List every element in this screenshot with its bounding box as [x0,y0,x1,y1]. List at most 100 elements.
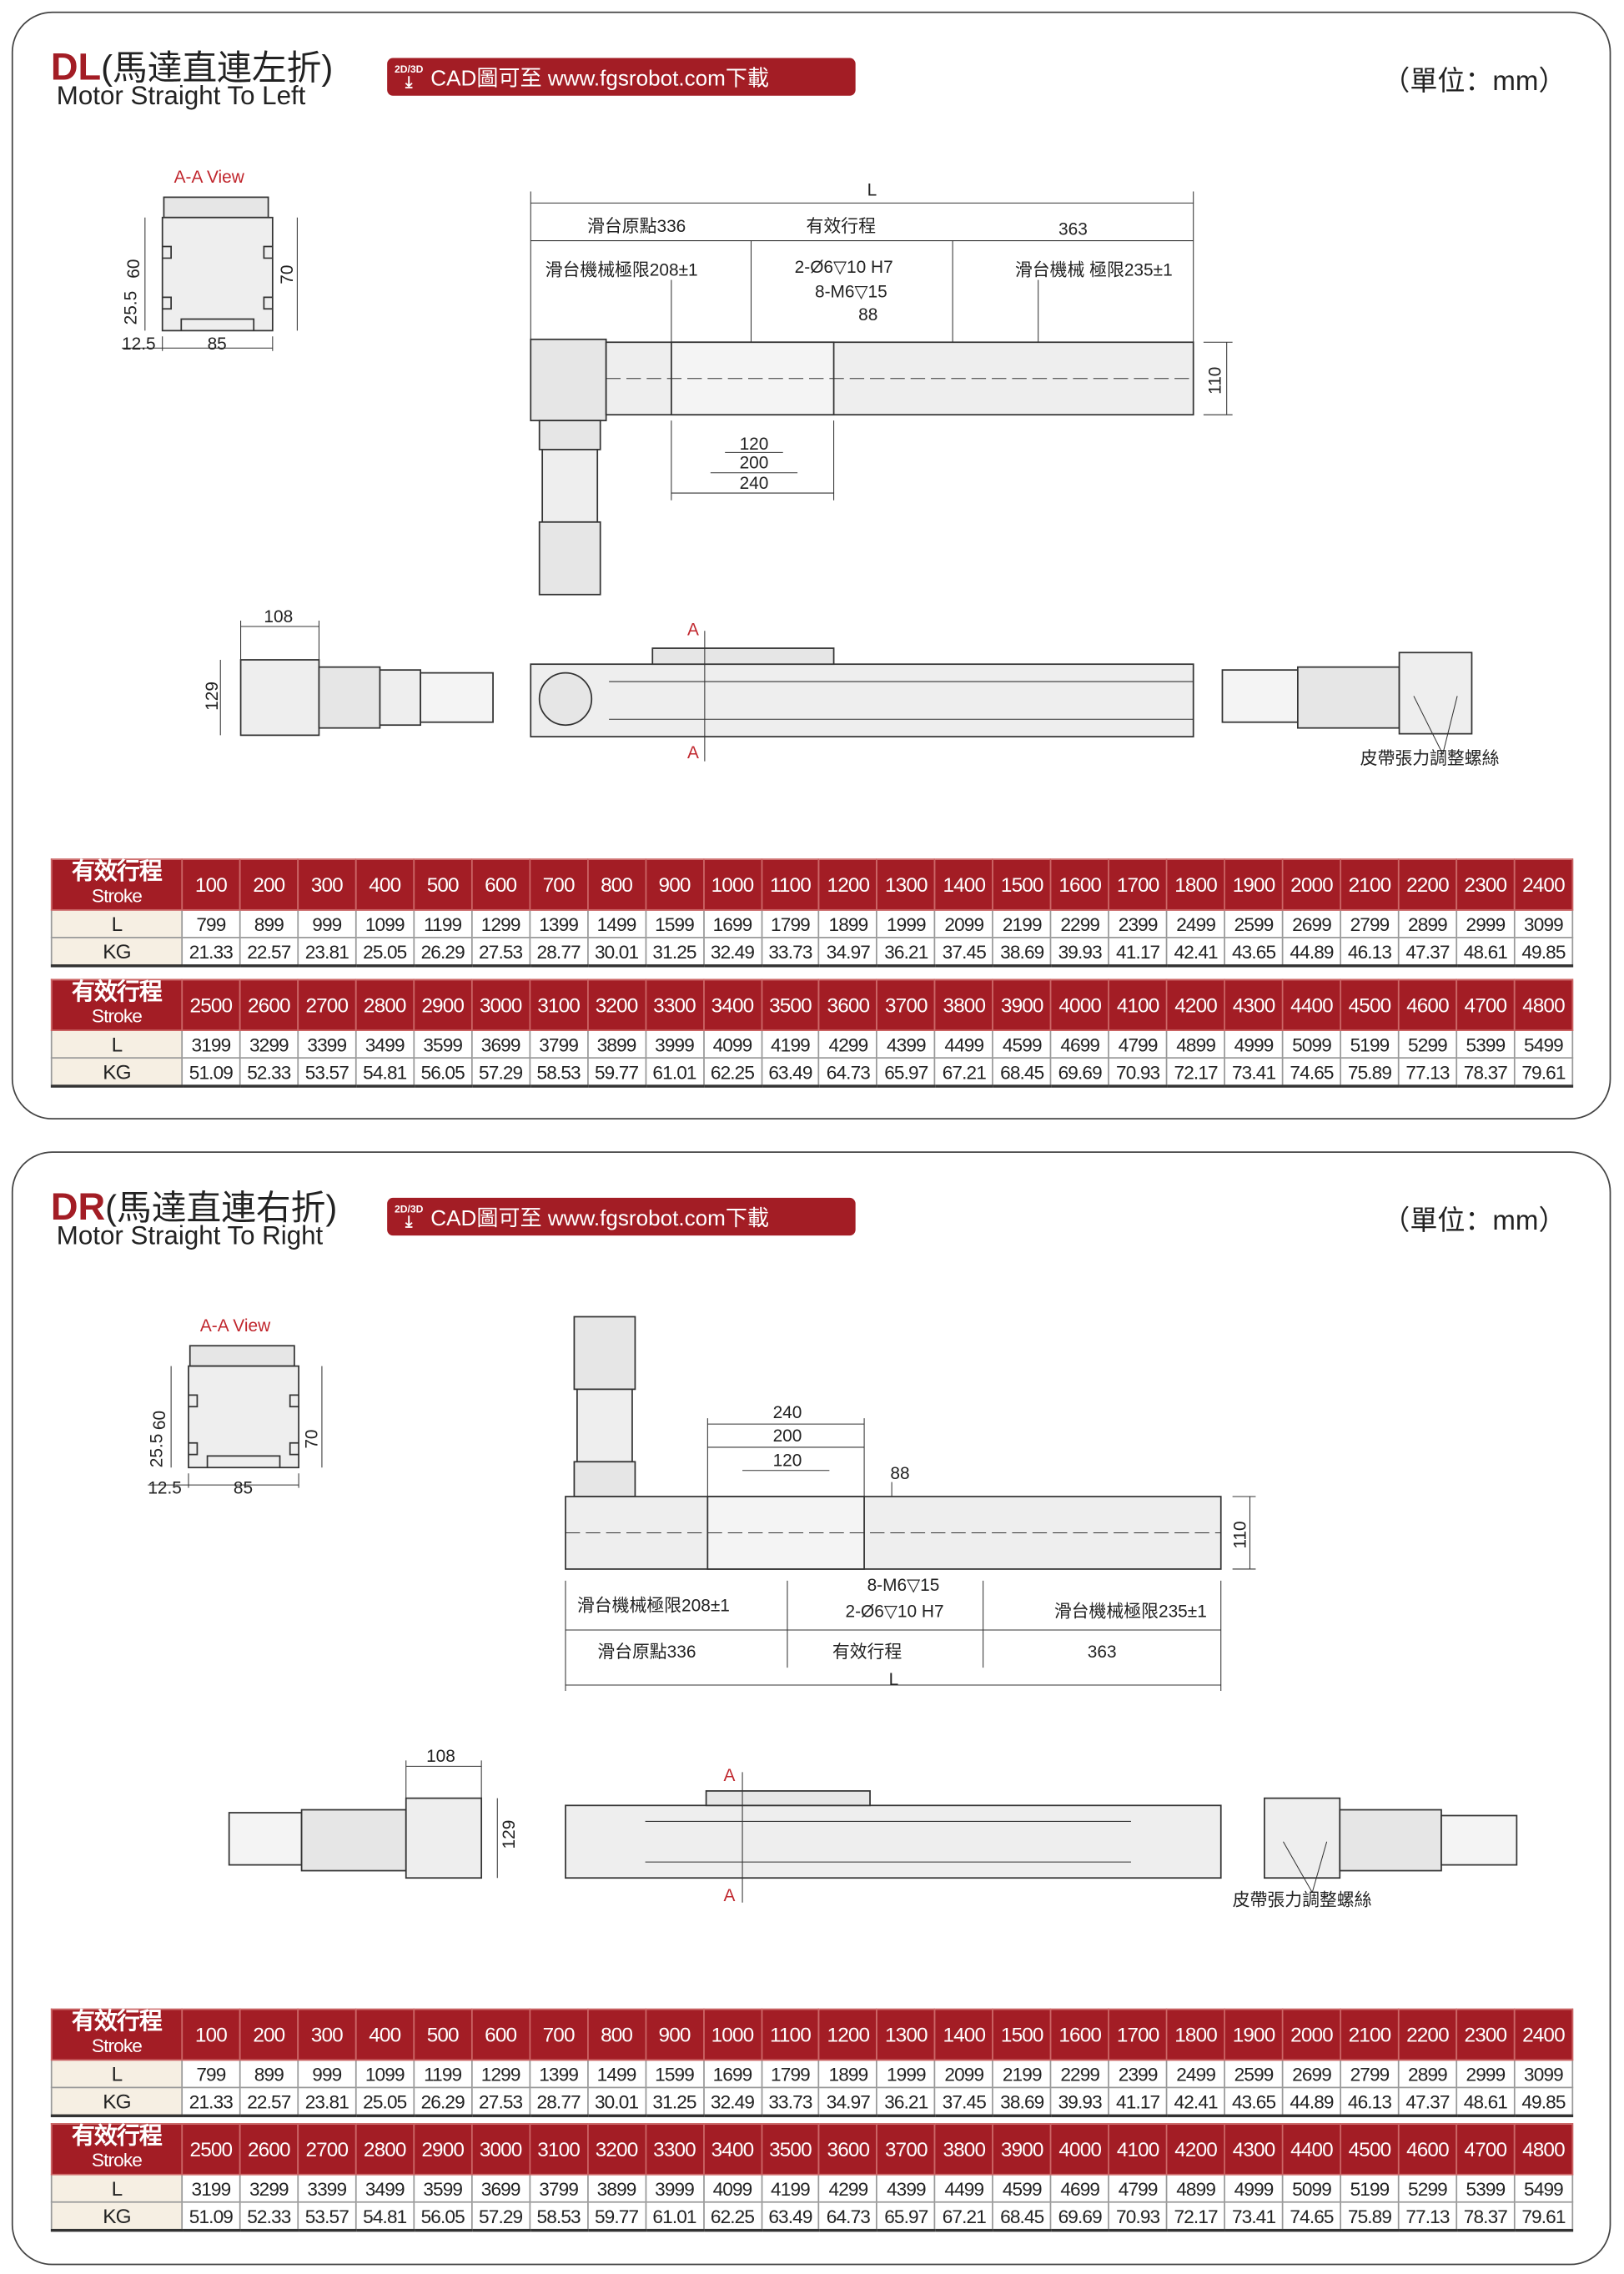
cad-download-text[interactable]: CAD圖可至 www.fgsrobot.com下載 [430,66,770,91]
weight-cell: 74.65 [1281,1057,1342,1088]
weight-cell: 75.89 [1340,1057,1400,1088]
stroke-cell: 2700 [297,2123,357,2176]
length-cell: 4799 [1108,1029,1168,1059]
stroke-cell: 600 [470,858,530,911]
length-cell: 4599 [992,1029,1052,1059]
stroke-cell: 4300 [1224,979,1284,1032]
weight-cell: 32.49 [702,937,762,968]
svg-text:有效行程: 有效行程 [807,217,877,236]
cad-download-badge[interactable]: 2D/3D⤓ CAD圖可至 www.fgsrobot.com下載 [387,58,856,96]
length-cell: 999 [297,2059,357,2089]
stroke-cell: 4700 [1456,2123,1516,2176]
stroke-cell: 3000 [470,979,530,1032]
weight-cell: 74.65 [1281,2201,1342,2232]
stroke-cell: 3300 [644,2123,705,2176]
weight-cell: 70.93 [1108,2201,1168,2232]
model-name-zh: (馬達直連右折) [105,1189,338,1229]
stroke-cell: 3100 [529,2123,589,2176]
weight-cell: 48.61 [1456,937,1516,968]
length-cell: 3299 [239,2173,299,2203]
weight-cell: 28.77 [529,2086,589,2118]
model-name-en: Motor Straight To Left [56,81,306,111]
length-cell: 4899 [1166,1029,1226,1059]
length-cell: 1399 [529,2059,589,2089]
stroke-cell: 1300 [876,2008,936,2061]
stroke-cell: 4300 [1224,2123,1284,2176]
length-cell: 1799 [760,908,821,938]
svg-text:240: 240 [740,474,769,493]
length-cell: 5199 [1340,2173,1400,2203]
stroke-cell: 3400 [702,979,762,1032]
weight-cell: 78.37 [1456,1057,1516,1088]
stroke-cell: 4400 [1281,979,1342,1032]
weight-cell: 79.61 [1513,2201,1574,2232]
stroke-cell: 4500 [1340,2123,1400,2176]
weight-cell: 38.69 [992,937,1052,968]
length-cell: 2299 [1050,908,1110,938]
length-cell: 4799 [1108,2173,1168,2203]
weight-cell: 67.21 [934,2201,994,2232]
stroke-cell: 4800 [1513,979,1574,1032]
stroke-cell: 2400 [1513,2008,1574,2061]
weight-cell: 41.17 [1108,2086,1168,2118]
stroke-cell: 700 [529,2008,589,2061]
svg-text:129: 129 [203,682,222,711]
weight-cell: 47.37 [1397,937,1458,968]
length-cell: 1199 [413,2059,473,2089]
svg-text:A: A [687,743,699,762]
svg-text:滑台原點336: 滑台原點336 [597,1643,696,1662]
stroke-cell: 1700 [1108,2008,1168,2061]
weight-cell: 44.89 [1281,2086,1342,2118]
stroke-cell: 2100 [1340,2008,1400,2061]
length-cell: 4999 [1224,1029,1284,1059]
weight-cell: 33.73 [760,937,821,968]
svg-text:滑台機械 極限235±1: 滑台機械 極限235±1 [1015,260,1173,279]
weight-cell: 61.01 [644,1057,705,1088]
stroke-cell: 600 [470,2008,530,2061]
length-cell: 3899 [586,2173,646,2203]
weight-cell: 64.73 [818,1057,878,1088]
svg-text:129: 129 [500,1820,519,1849]
row-label: L [50,2173,184,2203]
svg-text:70: 70 [278,265,297,284]
length-cell: 4299 [818,2173,878,2203]
weight-cell: 62.25 [702,1057,762,1088]
stroke-cell: 3200 [586,2123,646,2176]
length-cell: 2199 [992,908,1052,938]
svg-text:8-M6▽15: 8-M6▽15 [815,282,887,301]
length-cell: 1099 [354,908,415,938]
length-cell: 4099 [702,2173,762,2203]
stroke-cell: 3800 [934,979,994,1032]
stroke-cell: 1600 [1050,2008,1110,2061]
stroke-cell: 500 [413,2008,473,2061]
cad-download-badge[interactable]: 2D/3D⤓ CAD圖可至 www.fgsrobot.com下載 [387,1197,856,1236]
svg-text:88: 88 [858,305,877,324]
svg-text:皮帶張力調整螺絲: 皮帶張力調整螺絲 [1233,1890,1372,1909]
weight-cell: 34.97 [818,937,878,968]
length-cell: 4399 [876,1029,936,1059]
stroke-cell: 2800 [354,979,415,1032]
weight-cell: 52.33 [239,1057,299,1088]
stroke-cell: 3800 [934,2123,994,2176]
weight-cell: 23.81 [297,2086,357,2118]
cad-download-text[interactable]: CAD圖可至 www.fgsrobot.com下載 [430,1205,770,1231]
length-cell: 2399 [1108,2059,1168,2089]
length-cell: 2999 [1456,2059,1516,2089]
svg-text:108: 108 [264,607,293,626]
stroke-cell: 3000 [470,2123,530,2176]
weight-cell: 31.25 [644,937,705,968]
svg-text:滑台機械極限208±1: 滑台機械極限208±1 [546,260,698,279]
length-cell: 3099 [1513,2059,1574,2089]
length-cell: 3499 [354,2173,415,2203]
svg-text:A: A [723,1766,735,1785]
weight-cell: 53.57 [297,2201,357,2232]
weight-cell: 30.01 [586,2086,646,2118]
